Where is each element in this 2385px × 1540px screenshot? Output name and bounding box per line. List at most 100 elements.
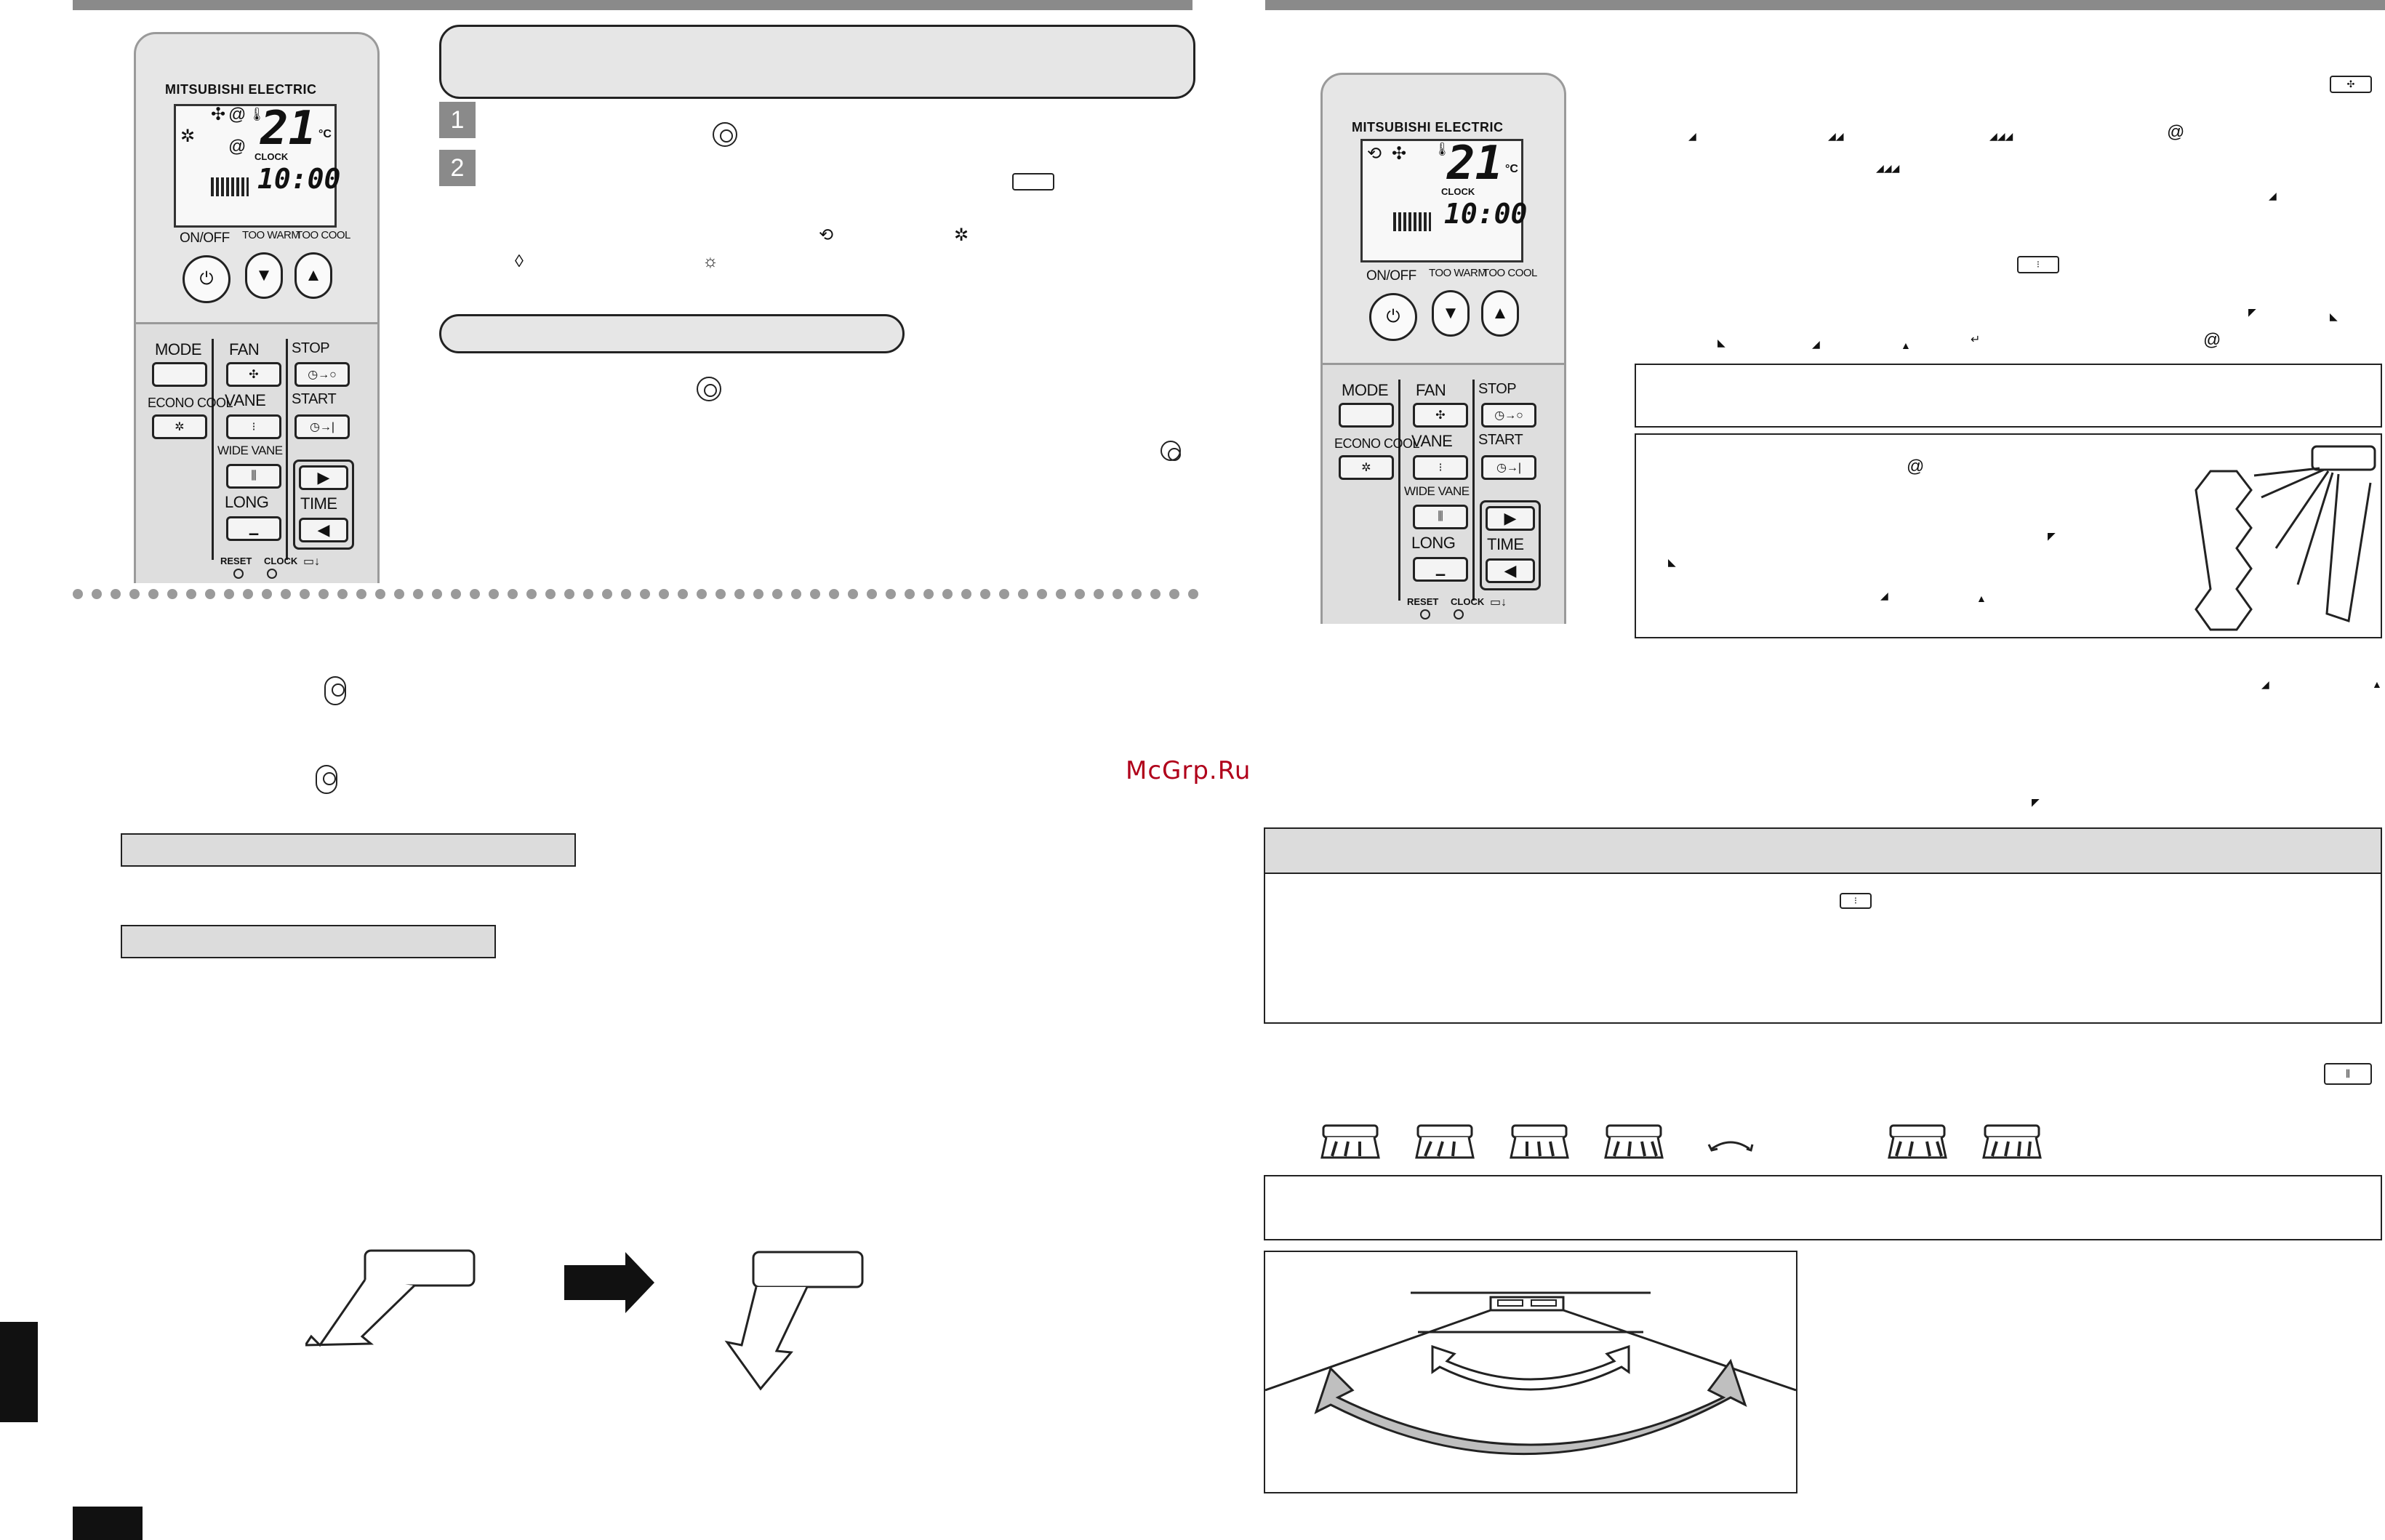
too-cool-button-right[interactable]: ▲ [1481, 290, 1519, 337]
wide-vane-icon: ⫼ [1438, 510, 1443, 523]
separator-dot [961, 589, 971, 599]
separator-dot [432, 589, 442, 599]
separator-dot [1131, 589, 1142, 599]
long-button-right[interactable]: ▁ [1413, 557, 1468, 582]
vane-label: VANE [225, 391, 266, 409]
too-warm-button-right[interactable]: ▼ [1432, 290, 1470, 337]
power-button-icon-2 [697, 377, 721, 401]
indoor-unit-before [305, 1249, 476, 1347]
mode-button-right[interactable] [1339, 403, 1394, 428]
fan-icon: ✣ [211, 105, 226, 124]
reset-label-right: RESET [1407, 596, 1439, 607]
lcd-display: ✲ ✣ @ 🌡 21 °C @ CLOCK 10:00 [174, 102, 340, 228]
separator-dot [243, 589, 253, 599]
step-number-1: 1 [439, 102, 476, 138]
separator-dot [186, 589, 196, 599]
drop-icon: ◊ [515, 252, 524, 271]
separator-dot [905, 589, 915, 599]
vane-label-right: VANE [1411, 432, 1453, 450]
wide-vane-label-right: WIDE VANE [1404, 484, 1470, 498]
too-cool-button[interactable]: ▲ [294, 252, 332, 299]
reset-hole[interactable] [233, 569, 244, 579]
right-triangle-icon: ▶ [1504, 509, 1517, 527]
too-warm-button[interactable]: ▼ [245, 252, 283, 299]
vane-position-icon-10: ◢ [2261, 678, 2269, 690]
clock-small-label: CLOCK [264, 556, 298, 566]
econo-cool-button-right[interactable]: ✲ [1339, 455, 1394, 480]
vane-key-icon: ⁝ [2017, 256, 2059, 273]
separator-dot [281, 589, 291, 599]
vane-position-icon-5: ▲ [1901, 340, 1911, 351]
separator-dot [716, 589, 726, 599]
wide-vane-button[interactable]: ⫼ [226, 464, 281, 489]
swirl-icon: @ [228, 105, 246, 124]
clock-hole[interactable] [267, 569, 277, 579]
long-button[interactable]: ▁ [226, 516, 281, 541]
time-back-button-right[interactable]: ◀ [1486, 558, 1535, 583]
mode-label: MODE [155, 340, 202, 358]
mode-button[interactable] [152, 362, 207, 387]
fan-speed-1b-icon: ◢ [2269, 190, 2277, 201]
wide-vane-position-2 [1415, 1124, 1475, 1159]
swirl-icon-2: @ [228, 137, 246, 156]
remote-control-left: MITSUBISHI ELECTRIC ✲ ✣ @ 🌡 21 °C @ CLOC… [134, 32, 380, 583]
vane-button[interactable]: ⁝ [226, 414, 281, 439]
time-back-button[interactable]: ◀ [299, 518, 348, 542]
wide-vane-button-right[interactable]: ⫼ [1413, 505, 1468, 529]
watermark-text[interactable]: McGrp.Ru [1126, 756, 1251, 785]
room-airflow-box [1264, 1251, 1797, 1493]
vane-position-icon-2: ◣ [2330, 310, 2338, 322]
section-header-box [439, 25, 1195, 99]
note-box-1 [1635, 364, 2382, 428]
separator-dot [829, 589, 839, 599]
start-timer-button[interactable]: ◷→| [294, 414, 350, 439]
separator-dot [262, 589, 272, 599]
separator-dot [753, 589, 763, 599]
reset-hole-right[interactable] [1420, 609, 1430, 619]
fan-key-icon: ✣ [2330, 76, 2372, 93]
start-timer-button-right[interactable]: ◷→| [1481, 455, 1536, 480]
down-triangle-icon: ▼ [255, 265, 273, 285]
time-forward-button-right[interactable]: ▶ [1486, 506, 1535, 531]
stop-timer-button-right[interactable]: ◷→○ [1481, 403, 1536, 428]
time-forward-button[interactable]: ▶ [299, 465, 348, 490]
vane-position-icon-8: ◢ [1880, 590, 1888, 601]
note-box-2: @ ◤ ◣ ◢ ▲ [1635, 433, 2382, 638]
vane-button-right[interactable]: ⁝ [1413, 455, 1468, 480]
temp-unit: °C [318, 128, 332, 140]
swirl-auto-icon-2: @ [2203, 330, 2221, 350]
clock-hole-right[interactable] [1454, 609, 1464, 619]
econo-icon: ✲ [175, 421, 185, 433]
on-off-button[interactable]: ⏻ [183, 255, 231, 303]
info-box: ⁝ [1264, 827, 2382, 1024]
vane-key-icon-2: ⁝ [1840, 893, 1872, 909]
stop-timer-button[interactable]: ◷→○ [294, 362, 350, 387]
separator-dot [394, 589, 404, 599]
lcd-display-right: ⟲ ✣ 🌡 21 °C CLOCK 10:00 [1360, 137, 1527, 262]
indoor-unit-after [724, 1251, 864, 1391]
separator-dot [1037, 589, 1047, 599]
separator-dot [148, 589, 159, 599]
dotted-separator [73, 589, 1198, 599]
econo-icon: ✲ [1361, 462, 1371, 474]
econo-cool-label-right: ECONO COOL [1334, 436, 1420, 451]
vane-position-icon-9: ▲ [1976, 593, 1987, 604]
separator-dot [545, 589, 556, 599]
separator-dot [73, 589, 83, 599]
timer-on-icon: ◷→| [309, 421, 335, 433]
long-label-right: LONG [1411, 534, 1456, 552]
fan-speed-3b-icon: ◢◢◢ [1876, 162, 1900, 174]
fan-button-right[interactable]: ✣ [1413, 403, 1468, 428]
fan-button[interactable]: ✣ [226, 362, 281, 387]
start-label-right: START [1478, 432, 1523, 448]
econo-cool-button[interactable]: ✲ [152, 414, 207, 439]
fan-label-right: FAN [1416, 381, 1446, 399]
separator-dot [867, 589, 877, 599]
top-bar-right [1265, 0, 2385, 10]
top-bar-left [73, 0, 1192, 10]
power-icon: ⏻ [199, 269, 214, 289]
separator-dot [92, 589, 102, 599]
gray-header-bar-2 [121, 925, 496, 958]
time-display-right: 10:00 [1444, 198, 1528, 230]
on-off-button-right[interactable]: ⏻ [1369, 293, 1417, 341]
